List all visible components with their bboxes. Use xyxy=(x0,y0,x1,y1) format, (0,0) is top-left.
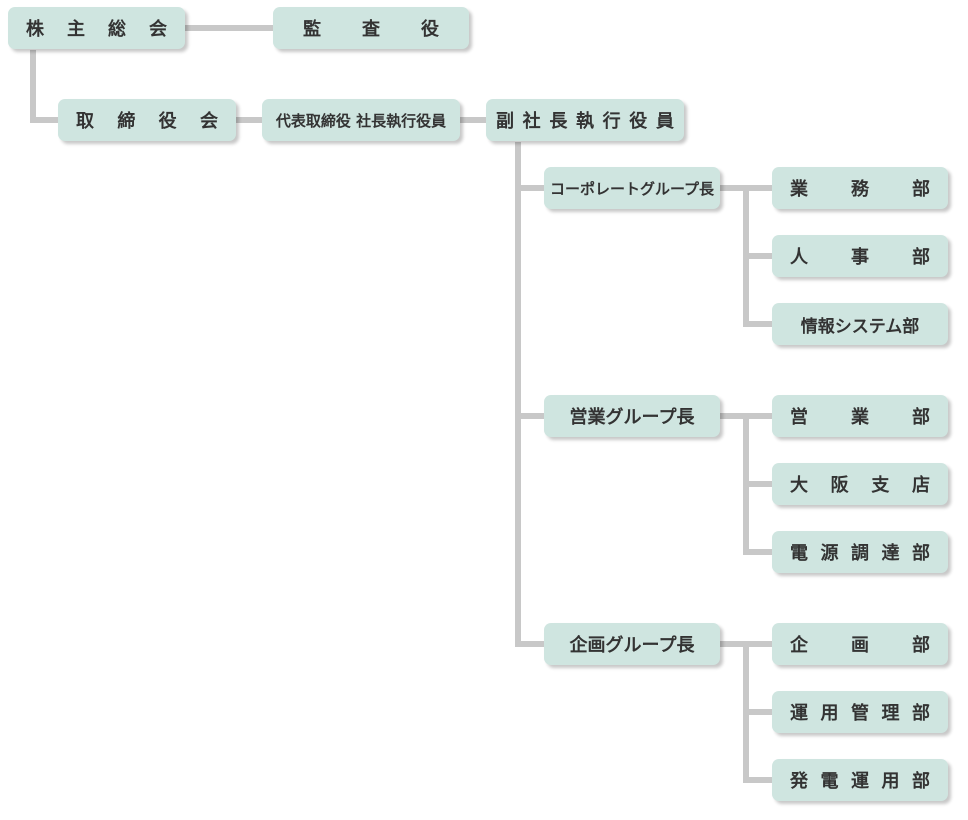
label-char: 会 xyxy=(149,19,167,40)
representative-director-president-box: 代表取締役 社長執行役員 xyxy=(262,99,460,141)
auditor-box: 監査役 xyxy=(273,7,469,49)
information-systems-dept-box: 情報システム部 xyxy=(772,303,948,345)
osaka-branch-box: 大 阪 支店 xyxy=(772,463,948,505)
label-char: 行 xyxy=(602,111,621,132)
label-char: 用 xyxy=(881,771,900,792)
label-char: 画 xyxy=(851,635,869,656)
label-char: 監 xyxy=(303,19,321,40)
label-char: 電 xyxy=(820,771,839,792)
label-char: 営 xyxy=(790,407,808,428)
label-char: 査 xyxy=(362,19,380,40)
label-char: 執 xyxy=(575,111,594,132)
operations-management-dept-box: 運用管理部 xyxy=(772,691,948,733)
label-char: 取 xyxy=(76,111,94,132)
label-char: 総 xyxy=(108,19,126,40)
label-char: 理 xyxy=(881,703,900,724)
label-char: 部 xyxy=(912,703,930,724)
label-char: 源 xyxy=(820,543,839,564)
planning-group-head-box: 企画グループ長 xyxy=(544,623,720,665)
label-char: 務 xyxy=(851,179,869,200)
planning-dept-box: 企画部 xyxy=(772,623,948,665)
sales-dept-box: 営業部 xyxy=(772,395,948,437)
shareholders-meeting-box: 株主総会 xyxy=(8,7,185,49)
label-char: 部 xyxy=(912,635,930,656)
label-char: 用 xyxy=(820,703,839,724)
label-char: 調 xyxy=(851,543,869,564)
label-char: 締 xyxy=(117,111,136,132)
label-char: 株 xyxy=(26,19,44,40)
label-char: 運 xyxy=(851,771,869,792)
connector-shareholders-board xyxy=(30,50,58,123)
label-char: 役 xyxy=(629,111,648,132)
label-char: 電 xyxy=(790,543,808,564)
power-generation-operations-dept-box: 発電運用部 xyxy=(772,759,948,801)
connector-sales-branch xyxy=(743,416,772,555)
label-char: 役 xyxy=(158,111,177,132)
label-char: 店 xyxy=(911,475,930,496)
label-char: 社 xyxy=(522,111,541,132)
label-char: 達 xyxy=(881,543,900,564)
human-resources-dept-box: 人事部 xyxy=(772,235,948,277)
label-char: 部 xyxy=(912,247,930,268)
general-affairs-dept-box: 業務部 xyxy=(772,167,948,209)
label-char: 業 xyxy=(790,179,808,200)
label-char: 阪 xyxy=(830,475,849,496)
label-char: 事 xyxy=(851,247,869,268)
connector-planning-branch xyxy=(743,644,772,783)
label-char: 部 xyxy=(912,543,930,564)
label-char: 主 xyxy=(67,19,85,40)
label-char: 運 xyxy=(790,703,808,724)
executive-vice-president-box: 副社長執行役員 xyxy=(486,99,684,141)
connector-corporate-branch xyxy=(743,188,772,327)
board-of-directors-box: 取締役会 xyxy=(58,99,236,141)
sales-group-head-box: 営業グループ長 xyxy=(544,395,720,437)
label-char: 副 xyxy=(496,111,514,132)
label-char: 長 xyxy=(549,111,568,132)
label-char: 員 xyxy=(655,111,674,132)
label-char: 役 xyxy=(421,19,439,40)
label-char: 大 xyxy=(790,475,808,496)
label-char: 業 xyxy=(851,407,869,428)
label-char: 人 xyxy=(790,247,808,268)
label-char: 企 xyxy=(790,635,808,656)
label-char: 部 xyxy=(912,407,930,428)
label-char: 支 xyxy=(871,475,890,496)
label-char: 部 xyxy=(912,771,930,792)
label-char: 発 xyxy=(790,771,808,792)
label-char: 会 xyxy=(199,111,218,132)
corporate-group-head-box: コーポレートグループ長 xyxy=(544,167,720,209)
label-char: 部 xyxy=(912,179,930,200)
power-procurement-dept-box: 電源調達部 xyxy=(772,531,948,573)
label-char: 管 xyxy=(851,703,869,724)
